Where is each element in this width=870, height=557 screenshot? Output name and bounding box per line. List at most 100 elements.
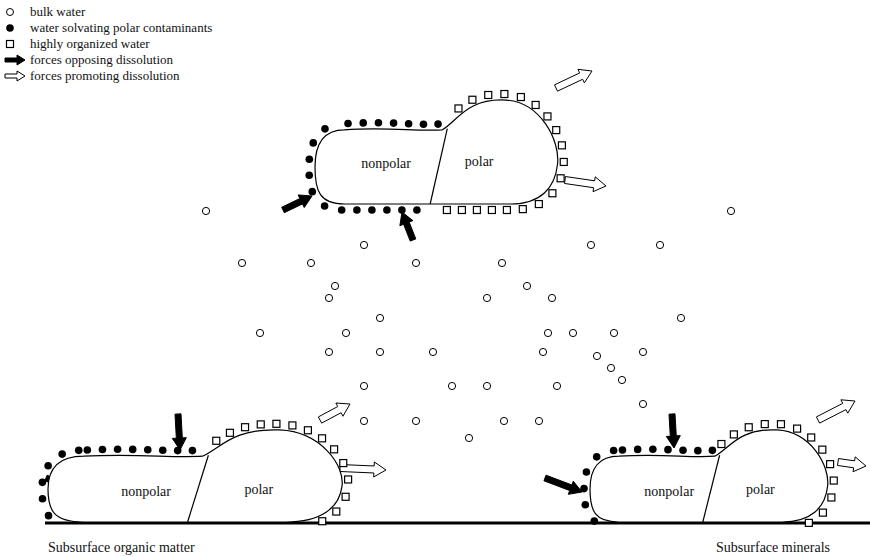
polar-label: polar [465, 155, 494, 169]
solvating-water [709, 447, 717, 455]
solvating-water [583, 468, 591, 476]
organized-water [473, 207, 480, 214]
organized-water [808, 434, 815, 441]
organized-water [830, 477, 837, 484]
nonpolar-label: nonpolar [361, 157, 411, 171]
solvating-water [189, 447, 197, 455]
bulk-water [360, 417, 367, 424]
solvating-water [649, 446, 657, 454]
bulk-water [548, 294, 555, 301]
solvating-water [375, 119, 383, 127]
solvating-water [405, 120, 413, 128]
opposing-arrow [172, 414, 186, 450]
bulk-water [639, 400, 646, 407]
legend-row: highly organized water [4, 36, 212, 52]
organized-water [273, 420, 280, 427]
organized-water [501, 91, 508, 98]
opposing-arrow [666, 414, 680, 448]
organized-water [560, 158, 567, 165]
contaminant-molecule: nonpolar polar [315, 98, 560, 204]
promoting-arrow [318, 403, 350, 423]
bulk-water [593, 352, 600, 359]
promoting-arrow [564, 177, 606, 192]
organized-water [535, 201, 542, 208]
solvating-water [44, 462, 52, 470]
legend-row: bulk water [4, 4, 212, 20]
bulk-water [569, 329, 576, 336]
promoting-arrow [555, 69, 592, 91]
organized-water [558, 142, 565, 149]
bulk-water [325, 294, 332, 301]
organized-water [745, 424, 752, 431]
bulk-water [448, 382, 455, 389]
solvating-water [321, 125, 329, 133]
organized-water [828, 494, 835, 501]
bulk-water [727, 207, 734, 214]
bulk-water [523, 282, 530, 289]
bulk-water [610, 329, 617, 336]
organized-water [819, 509, 826, 516]
nonpolar-label: nonpolar [121, 485, 171, 499]
solvating-water [359, 119, 367, 127]
legend-text: water solvating polar contaminants [30, 20, 212, 36]
solvating-water [580, 485, 588, 493]
organized-water [242, 424, 249, 431]
solvating-water [390, 119, 398, 127]
bulk-water [202, 207, 209, 214]
molecule-outline [315, 98, 560, 204]
solvating-water [619, 446, 627, 454]
organized-water [819, 446, 826, 453]
legend-text: forces opposing dissolution [30, 52, 173, 68]
contaminant-molecule: nonpolar polar [48, 428, 345, 522]
legend-row: forces promoting dissolution [4, 68, 212, 84]
solvating-water [353, 206, 361, 214]
organized-water [469, 96, 476, 103]
solvating-water [434, 120, 442, 128]
organized-water [488, 207, 495, 214]
solvating-water [398, 206, 406, 214]
organized-water [319, 518, 326, 525]
bulk-water [465, 434, 472, 441]
organized-water [553, 127, 560, 134]
bulk-water [256, 329, 263, 336]
force-arrows [45, 69, 866, 494]
solvating-water [413, 206, 421, 214]
solvating-water [39, 479, 47, 487]
bulk-water [677, 314, 684, 321]
organized-water [331, 446, 338, 453]
organized-water [333, 508, 340, 515]
bulk-water [429, 348, 436, 355]
solvating-water [99, 446, 107, 454]
surface-label: Subsurface minerals [716, 541, 830, 555]
organized-water [458, 207, 465, 214]
organized-water [794, 425, 801, 432]
bulk-water [360, 382, 367, 389]
organized-water [777, 421, 784, 428]
bulk-water [535, 417, 542, 424]
organized-water [226, 429, 233, 436]
bulk-water [483, 382, 490, 389]
organized-water [517, 94, 524, 101]
solvating-water [344, 120, 352, 128]
solvating-water [634, 446, 642, 454]
bulk-water [360, 241, 367, 248]
solvating-water [306, 155, 314, 163]
bulk-water [376, 314, 383, 321]
organized-water [485, 91, 492, 98]
bulk-water [331, 282, 338, 289]
solvating-water [45, 512, 53, 520]
organized-water [455, 105, 462, 112]
solvating-water [58, 450, 66, 458]
organized-water [718, 441, 725, 448]
polar-label: polar [244, 483, 273, 497]
organized-water [730, 431, 737, 438]
bulk-water [618, 376, 625, 383]
nonpolar-label: nonpolar [644, 485, 694, 499]
solvating-water [174, 447, 182, 455]
promoting-arrow [838, 457, 866, 472]
bulk-water [656, 241, 663, 248]
bulk-water [639, 348, 646, 355]
bulk-water [498, 259, 505, 266]
molecule-outline [48, 428, 345, 522]
surface-label: Subsurface organic matter [48, 541, 195, 555]
